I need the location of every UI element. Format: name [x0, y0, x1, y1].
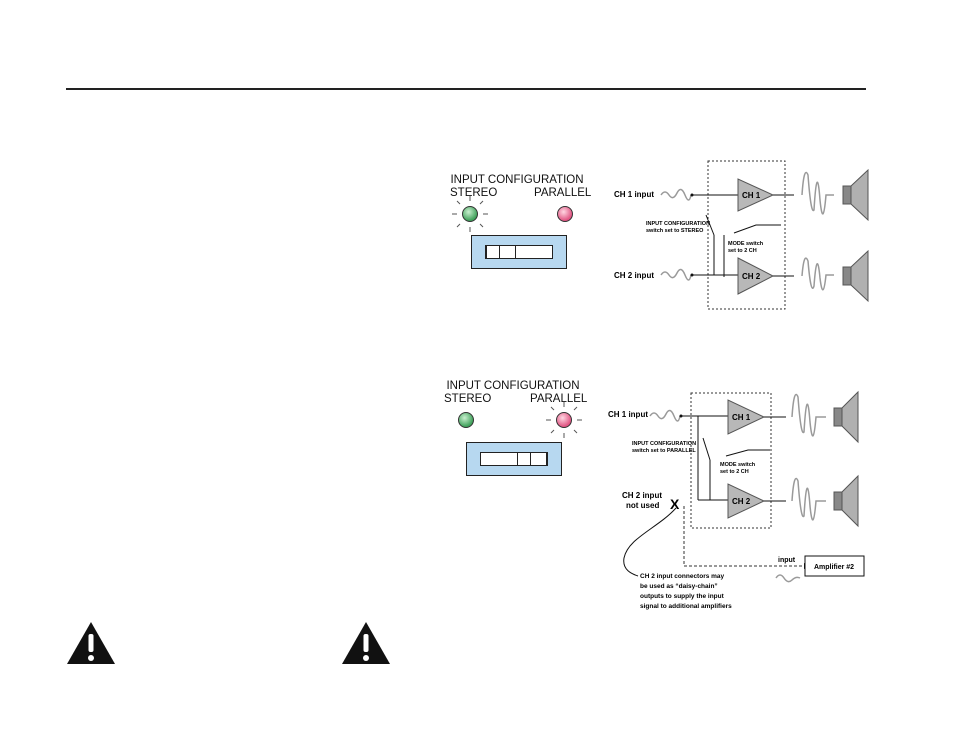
config-note-line2: switch set to PARALLEL [632, 448, 696, 454]
led-glow-rays [546, 402, 582, 438]
mode-note-line1: MODE switch [728, 241, 764, 247]
diagram-stereo: CH 1 input CH 1 INPUT CONFIGURATION swit… [614, 160, 869, 310]
ch2-amp [727, 483, 766, 519]
panel-parallel: INPUT CONFIGURATION STEREO PARALLEL [438, 380, 588, 480]
config-note-line1: INPUT CONFIGURATION [632, 441, 696, 447]
daisy-note-line3: outputs to supply the input [640, 593, 725, 600]
input-config-switch[interactable] [480, 452, 548, 466]
switch-knob[interactable] [517, 453, 547, 465]
panel-parallel-right-label: PARALLEL [530, 393, 588, 405]
panel-parallel-title: INPUT CONFIGURATION [446, 380, 580, 392]
daisy-note-line4: signal to additional amplifiers [640, 603, 732, 610]
warning-triangle-icon [342, 622, 390, 664]
led-glow-rays [452, 196, 488, 232]
header-rule [66, 88, 866, 90]
ch1-speaker [841, 390, 859, 444]
ch2-output-wave [801, 257, 834, 291]
ch1-amp [737, 178, 775, 212]
config-note-line1: INPUT CONFIGURATION [646, 221, 710, 227]
warning-triangle-icon [67, 622, 115, 664]
ch2-speaker [841, 474, 859, 528]
ch2-input-wave [660, 268, 692, 281]
stereo-led [458, 412, 474, 428]
ch2-input-label-line2: not used [626, 501, 659, 510]
mode-note-line1: MODE switch [720, 462, 756, 468]
input-config-switch[interactable] [485, 245, 553, 259]
ch1-output-wave [801, 171, 834, 215]
ch1-input-label: CH 1 input [614, 190, 654, 199]
ch1-amp-label: CH 1 [742, 191, 761, 200]
ch2-input-label-line1: CH 2 input [622, 491, 662, 500]
ch2-amp-label: CH 2 [742, 272, 761, 281]
ch1-amp-label: CH 1 [732, 413, 751, 422]
not-used-x-mark: X [670, 496, 680, 512]
ch2-input-label: CH 2 input [614, 271, 654, 280]
ch1-output-wave [791, 393, 826, 437]
config-note-line2: switch set to STEREO [646, 228, 704, 234]
daisy-note-line2: be used as “daisy-chain” [640, 583, 718, 590]
ch2-amp [737, 257, 775, 295]
daisy-wave [775, 574, 801, 583]
input-config-switch-panel [471, 235, 567, 269]
input-config-switch-panel [466, 442, 562, 476]
ch1-input-wave [660, 188, 692, 201]
mode-note-line2: set to 2 CH [720, 469, 749, 475]
amplifier-2-box [804, 555, 865, 577]
panel-stereo-title: INPUT CONFIGURATION [450, 174, 584, 186]
panel-stereo-right-label: PARALLEL [534, 187, 592, 199]
ch2-amp-label: CH 2 [732, 497, 751, 506]
ch1-speaker [850, 168, 869, 222]
daisy-note-line1: CH 2 input connectors may [640, 573, 725, 580]
diagram-parallel: CH 1 input CH 1 INPUT CONFIGURATION swit… [608, 390, 865, 610]
panel-stereo-left-label: STEREO [450, 187, 498, 199]
panel-stereo: INPUT CONFIGURATION STEREO PARALLEL [442, 174, 592, 274]
mode-note-line2: set to 2 CH [728, 248, 757, 254]
callout-curve [623, 507, 677, 577]
amplifier-2-label: Amplifier #2 [814, 564, 854, 571]
daisy-chain-link [683, 506, 804, 567]
amp2-input-label: input [778, 557, 796, 564]
ch1-amp [727, 399, 766, 435]
ch2-output-wave [791, 477, 826, 521]
panel-parallel-left-label: STEREO [444, 393, 492, 405]
switch-knob[interactable] [486, 246, 516, 258]
ch2-speaker [850, 249, 869, 303]
ch1-input-wave [649, 409, 681, 422]
parallel-led [557, 206, 573, 222]
stereo-led [462, 206, 478, 222]
ch1-input-label: CH 1 input [608, 410, 648, 419]
parallel-led [556, 412, 572, 428]
